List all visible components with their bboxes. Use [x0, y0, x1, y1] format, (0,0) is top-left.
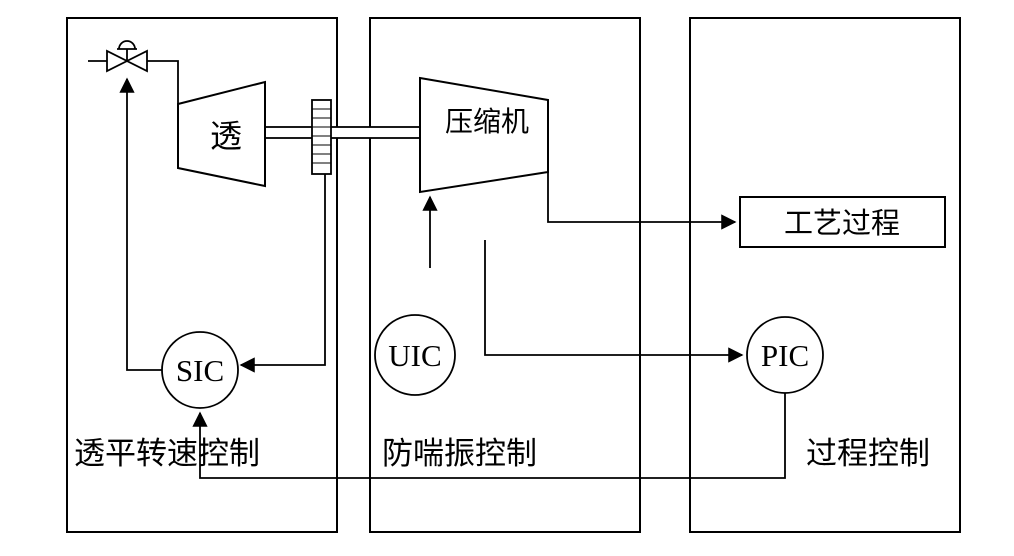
process-box: [739, 196, 946, 248]
turbine-shape: [177, 80, 266, 188]
gearbox-icon: [311, 99, 332, 175]
shaft-speed-feedback-line: [239, 174, 326, 373]
shaft: [264, 126, 421, 139]
compressor-label: 压缩机: [445, 106, 529, 138]
turbine-label: 透: [210, 118, 242, 154]
pic-to-sic-signal-line: [192, 393, 786, 479]
turbine-speed-panel-outline: [66, 17, 338, 533]
process-box-label: 工艺过程: [784, 207, 900, 240]
process-panel-outline: [689, 17, 961, 533]
uic-instrument-circle: [374, 314, 456, 396]
panel-label-turbine-speed-control: 透平转速控制: [74, 436, 260, 471]
panel-label-anti-surge-control: 防喘振控制: [382, 436, 537, 471]
pic-label: PIC: [761, 338, 809, 373]
discharge-to-pic-line: [484, 240, 744, 363]
discharge-to-process-line: [547, 172, 737, 230]
panel-label-process-control: 过程控制: [806, 436, 930, 471]
control-valve-icon: [88, 40, 179, 104]
pic-instrument-circle: [746, 316, 824, 394]
sic-instrument-circle: [161, 331, 239, 409]
sic-label: SIC: [176, 353, 224, 388]
sic-to-valve-signal-line: [119, 77, 162, 371]
anti-surge-panel-outline: [369, 17, 641, 533]
uic-label: UIC: [388, 338, 441, 373]
compressor-shape: [419, 76, 549, 194]
